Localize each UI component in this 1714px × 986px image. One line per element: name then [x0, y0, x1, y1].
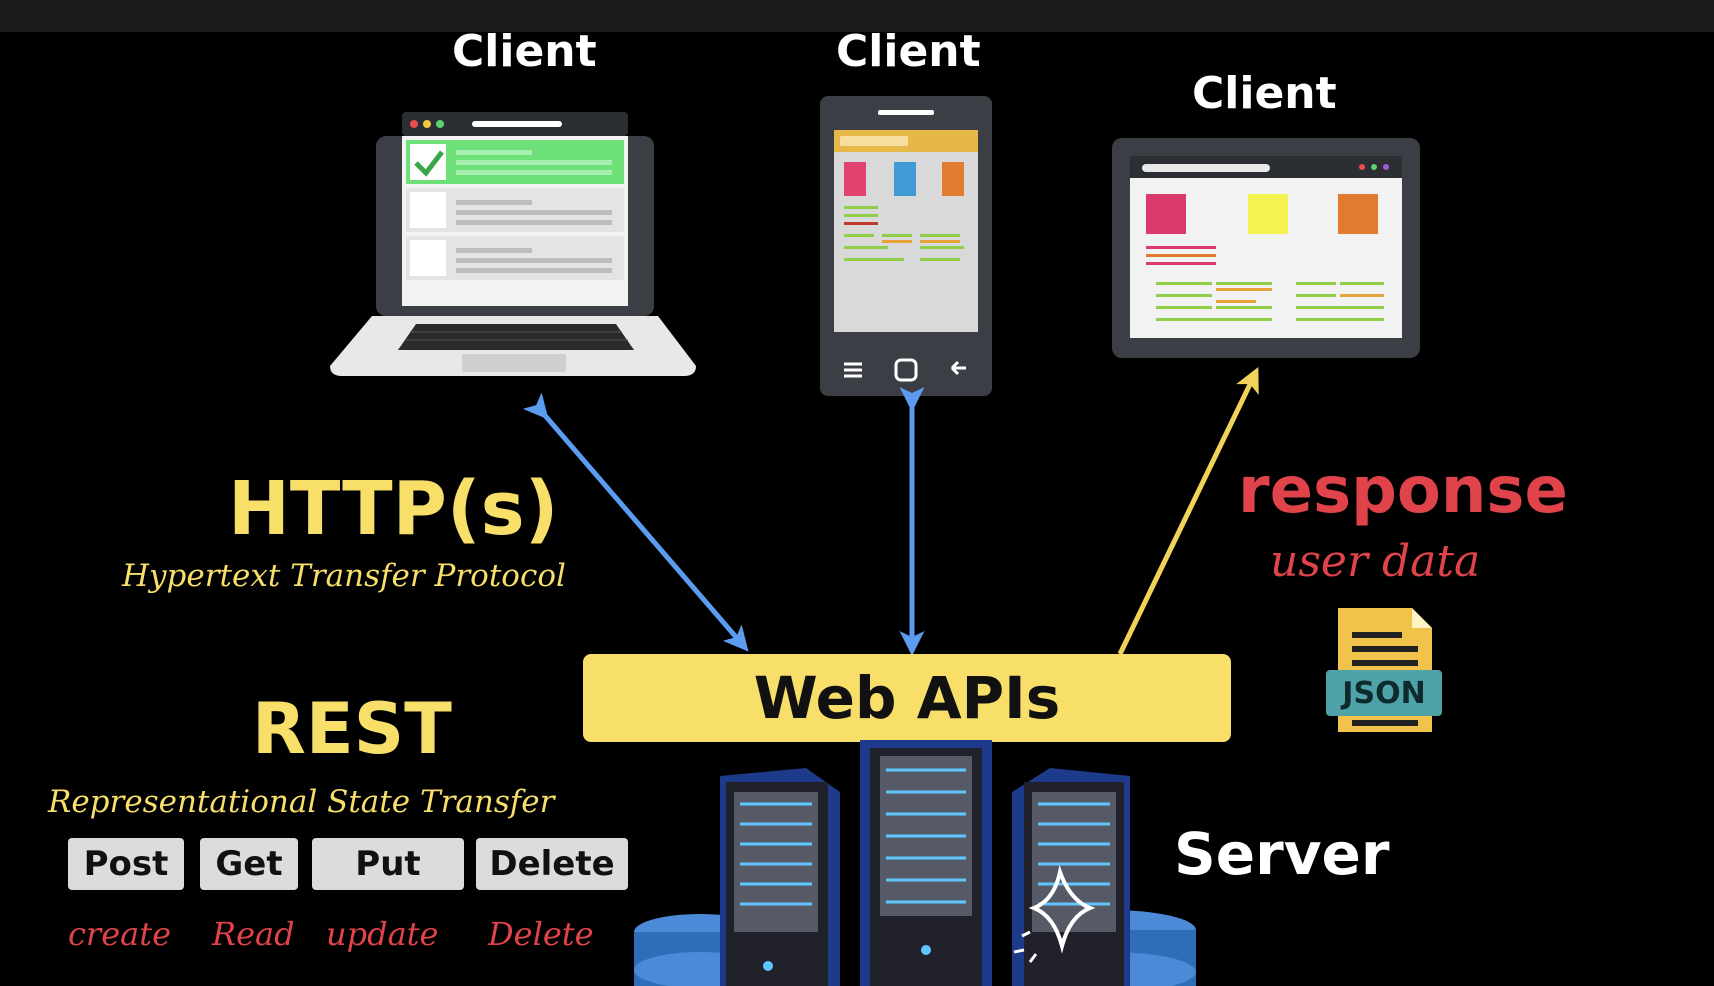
response-subtitle: user data [1270, 536, 1481, 587]
laptop-icon [330, 112, 696, 376]
crud-update: update [326, 915, 439, 953]
http-title: HTTP(s) [228, 466, 559, 552]
method-post: Post [68, 838, 184, 890]
server-rack-icon [634, 740, 1196, 986]
method-delete: Delete [476, 838, 628, 890]
arrow-api-tablet [1117, 366, 1259, 656]
json-file-icon: JSON [1322, 606, 1446, 736]
http-subtitle: Hypertext Transfer Protocol [122, 558, 566, 594]
crud-create: create [68, 915, 172, 953]
phone-icon [820, 96, 992, 396]
crud-delete: Delete [488, 915, 594, 953]
client-label-laptop: Client [452, 26, 597, 77]
response-title: response [1238, 454, 1568, 528]
client-label-phone: Client [836, 26, 981, 77]
rest-subtitle: Representational State Transfer [48, 784, 555, 820]
crud-read: Read [212, 915, 295, 953]
json-file-label: JSON [1342, 675, 1426, 711]
arrow-laptop-api [522, 392, 749, 652]
rest-title: REST [252, 688, 452, 770]
tablet-icon [1112, 138, 1420, 358]
client-label-tablet: Client [1192, 68, 1337, 119]
server-label: Server [1174, 820, 1390, 888]
web-apis-bar: Web APIs [583, 654, 1231, 742]
method-put: Put [312, 838, 464, 890]
video-top-bar [0, 0, 1714, 32]
method-get: Get [200, 838, 298, 890]
